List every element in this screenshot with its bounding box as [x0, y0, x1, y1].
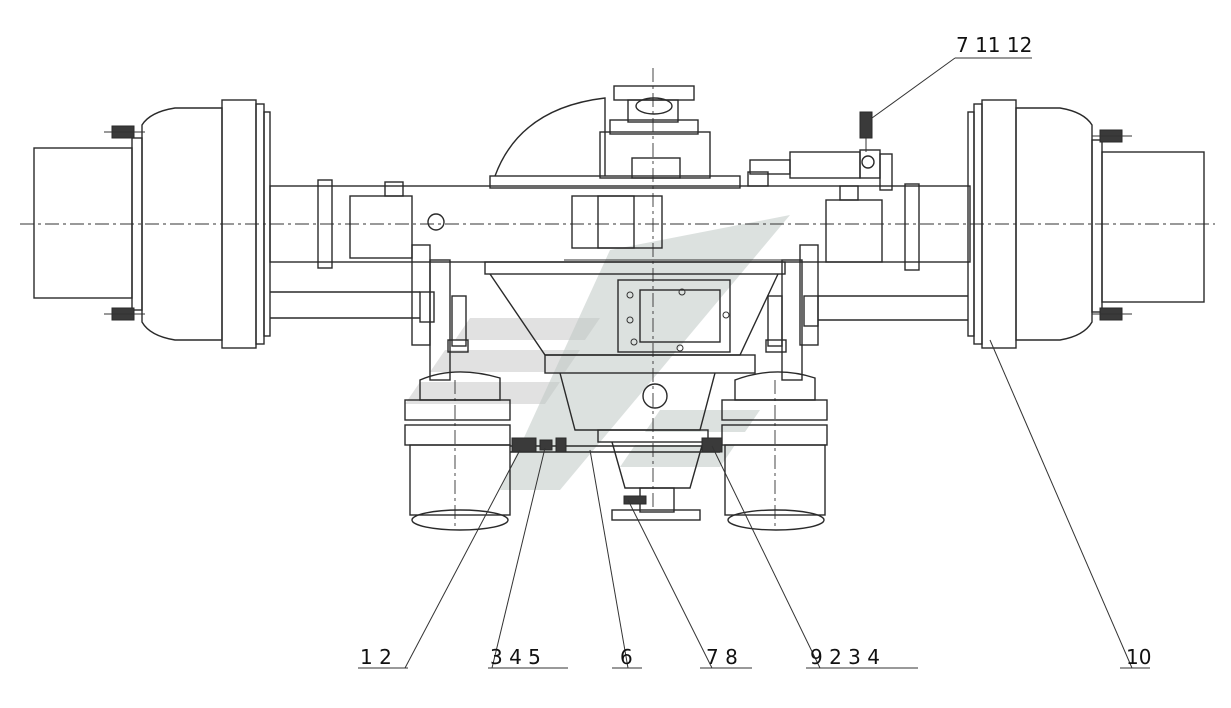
right-wheel-hub	[967, 99, 1205, 349]
callout-3-4-5: 3 4 5	[490, 645, 541, 669]
leader-lines	[358, 57, 1150, 669]
valve-cylinder	[747, 111, 893, 191]
differential-housing	[484, 85, 800, 521]
callout-7-8: 7 8	[706, 645, 738, 669]
left-wheel-hub	[33, 99, 271, 349]
callout-labels: 7 11 12 1 2 3 4 5 6 7 8 9 2 3 4 10	[360, 33, 1151, 669]
linkage-rod	[510, 437, 723, 453]
left-air-spring	[404, 259, 511, 531]
callout-top-right: 7 11 12	[956, 33, 1032, 57]
callout-6: 6	[620, 645, 633, 669]
callout-1-2: 1 2	[360, 645, 392, 669]
callout-10: 10	[1126, 645, 1151, 669]
callout-9-2-3-4: 9 2 3 4	[810, 645, 880, 669]
right-air-spring	[721, 259, 828, 531]
